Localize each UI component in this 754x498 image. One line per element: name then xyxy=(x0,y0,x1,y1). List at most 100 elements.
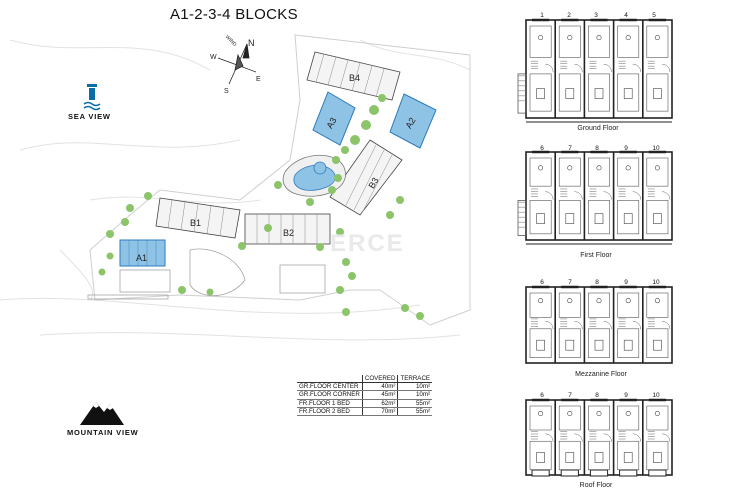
row-terrace: 55m² xyxy=(397,399,433,408)
fixture-icon xyxy=(538,165,544,171)
fixture-icon xyxy=(538,298,544,304)
door-swing xyxy=(574,320,583,330)
bed-icon xyxy=(565,213,575,224)
block-a1-pool xyxy=(119,239,166,267)
mountain-view-label: MOUNTAIN VIEW xyxy=(67,428,139,437)
fixture-icon xyxy=(567,410,573,416)
fixture-icon xyxy=(538,35,544,41)
bed-icon xyxy=(565,452,575,463)
room xyxy=(529,328,552,358)
door-swing xyxy=(603,433,612,442)
ground-col-2: 2 xyxy=(567,12,571,19)
roof-parapet xyxy=(619,469,638,477)
block-b1-label: B1 xyxy=(190,218,202,228)
ground-col-5: 5 xyxy=(652,12,656,19)
mezz-col-7: 7 xyxy=(568,279,572,286)
room xyxy=(588,328,610,358)
room xyxy=(529,73,552,112)
bed-icon xyxy=(623,339,633,351)
row-covered: 62m² xyxy=(361,399,398,408)
roof-parapet xyxy=(589,469,609,477)
roof-floor-label: Roof Floor xyxy=(579,482,613,489)
bed-icon xyxy=(653,339,662,351)
compass-north: N xyxy=(248,38,255,48)
table-row: GR.FLOOR CORNER 45m² 10m² xyxy=(297,390,433,400)
room xyxy=(617,200,640,235)
bed-icon xyxy=(653,88,662,99)
block-b4 xyxy=(306,51,401,101)
a1-pool-lanes xyxy=(128,240,157,266)
door-swing xyxy=(661,433,671,442)
room xyxy=(558,157,581,187)
block-a1-label: A1 xyxy=(136,253,148,263)
roof-parapet xyxy=(531,469,550,477)
mezz-col-6: 6 xyxy=(540,279,544,286)
room xyxy=(529,157,552,187)
room xyxy=(529,405,552,431)
row-name: GR.FLOOR CORNER xyxy=(297,390,363,400)
door-swing xyxy=(545,320,554,330)
row-covered: 70m² xyxy=(361,407,398,417)
bed-icon xyxy=(623,213,633,224)
room xyxy=(646,73,669,112)
fixture-icon xyxy=(596,298,602,304)
room xyxy=(529,25,552,58)
roof-col-10: 10 xyxy=(652,392,660,399)
door-swing xyxy=(545,191,554,200)
door-swing xyxy=(632,191,642,200)
roof-col-9: 9 xyxy=(624,392,628,399)
palm-trees xyxy=(98,94,424,320)
bed-icon xyxy=(594,213,604,224)
roof-parapet xyxy=(560,469,579,477)
central-pool xyxy=(282,154,346,197)
room xyxy=(588,405,610,431)
room xyxy=(588,73,610,112)
compass-west: W xyxy=(210,54,217,61)
bed-icon xyxy=(653,452,662,463)
bed-icon xyxy=(594,339,604,351)
bed-icon xyxy=(565,339,575,351)
door-swing xyxy=(632,433,642,442)
room xyxy=(617,292,640,318)
fixture-icon xyxy=(567,165,573,171)
site-boundary xyxy=(89,34,471,326)
row-terrace: 10m² xyxy=(397,390,433,400)
ground-col-3: 3 xyxy=(594,12,598,19)
mezz-col-10: 10 xyxy=(652,279,660,286)
bed-icon xyxy=(594,452,604,463)
door-swing xyxy=(632,320,642,330)
bed-icon xyxy=(594,88,604,99)
mountain-icon xyxy=(80,402,124,425)
bed-icon xyxy=(536,339,545,351)
fixture-icon xyxy=(654,35,660,41)
sea-view-label: SEA VIEW xyxy=(68,112,111,121)
ground-floor-label: Ground Floor xyxy=(577,125,619,132)
room xyxy=(646,157,669,187)
first-floor-plan-outline xyxy=(525,151,673,241)
room xyxy=(646,405,669,431)
door-swing xyxy=(574,191,583,200)
door-swing xyxy=(574,63,583,73)
lower-structures xyxy=(87,248,326,300)
door-swing xyxy=(545,63,554,73)
fixture-icon xyxy=(538,410,544,416)
row-covered: 40m² xyxy=(361,382,398,392)
door-swing xyxy=(661,320,671,330)
roof-col-8: 8 xyxy=(595,392,599,399)
covered-header: COVERED xyxy=(361,375,398,384)
fixture-icon xyxy=(654,410,660,416)
first-col-10: 10 xyxy=(652,145,660,152)
room xyxy=(529,292,552,318)
block-b2-label: B2 xyxy=(283,228,295,238)
bed-icon xyxy=(623,88,633,99)
fixture-icon xyxy=(625,165,631,171)
room xyxy=(558,292,581,318)
page-title: A1-2-3-4 BLOCKS xyxy=(170,6,298,23)
area-table: COVERED TERRACE GR.FLOOR CENTER 40m² 10m… xyxy=(297,375,433,417)
row-covered: 45m² xyxy=(361,390,398,400)
room xyxy=(617,157,640,187)
compass-south: S xyxy=(224,88,229,95)
fixture-icon xyxy=(596,165,602,171)
room xyxy=(617,25,640,58)
